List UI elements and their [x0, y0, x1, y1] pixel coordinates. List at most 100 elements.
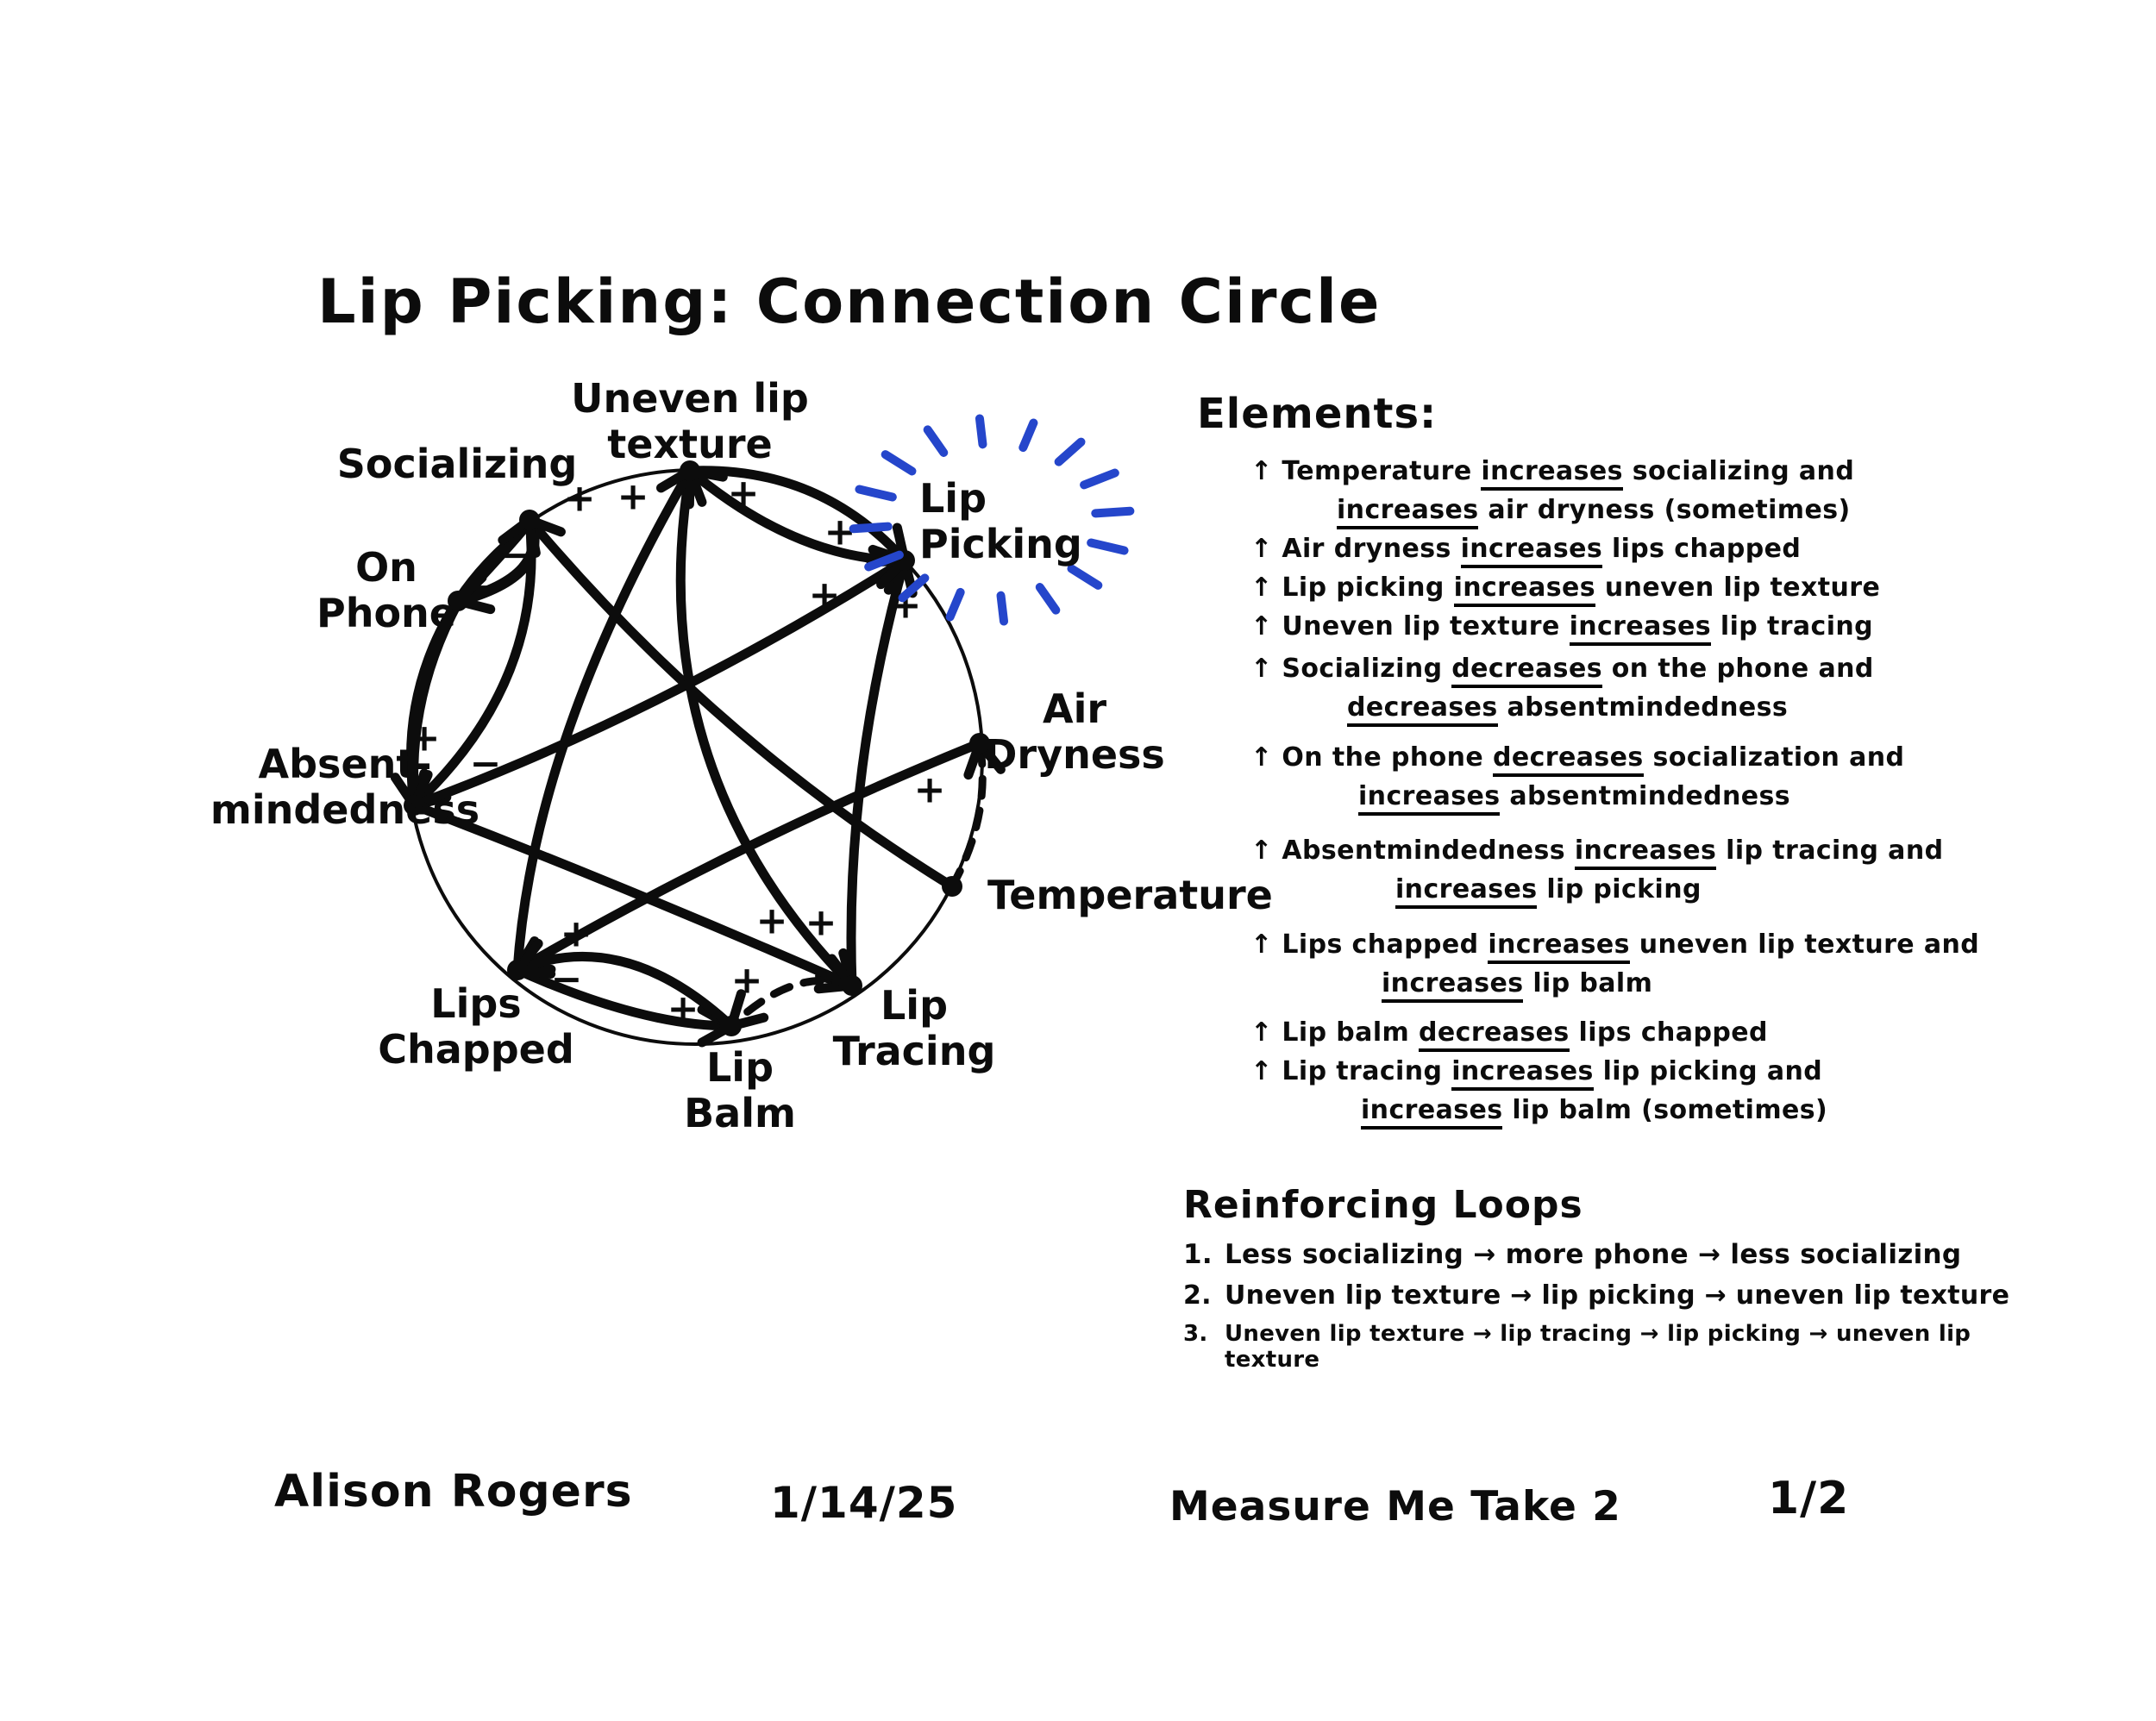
sunburst-dash [1080, 468, 1119, 490]
element-line: ↑ Temperature increases socializing and [1250, 452, 1990, 491]
loop-text: Uneven lip texture → lip tracing → lip p… [1225, 1321, 1971, 1373]
element-line: ↑ Uneven lip texture increases lip traci… [1250, 607, 1990, 646]
edge-sign: + [809, 573, 841, 617]
element-item: ↑ On the phone decreases socialization a… [1250, 738, 1990, 816]
loop-text: Uneven lip texture → lip picking → uneve… [1225, 1280, 2010, 1311]
edge-lip-tracing-to-lip-balm [726, 976, 856, 1031]
node-dot-uneven-lip-texture [680, 460, 700, 481]
loop-number: 1. [1183, 1239, 1213, 1270]
element-line: ↑ Lip tracing increases lip picking and [1250, 1052, 1990, 1091]
sunburst-dash [855, 485, 897, 502]
edge-sign: + [756, 899, 788, 943]
loops-list: 1. Less socializing → more phone → less s… [1183, 1239, 2046, 1373]
node-dot-socializing [519, 510, 540, 530]
page-title: Lip Picking: Connection Circle [317, 266, 1382, 337]
edge-lip-tracing-to-lip-picking [846, 555, 918, 991]
element-line: ↑ Socializing decreases on the phone and [1250, 649, 1990, 688]
sunburst-dash [898, 573, 930, 603]
node-label-socializing: Socializing [336, 441, 578, 487]
edge-absent-mindedness-to-lip-tracing [409, 800, 857, 994]
edge-sign: + [731, 959, 763, 1003]
element-line: ↑ Lip balm decreases lips chapped [1250, 1013, 1990, 1052]
element-item: ↑ Uneven lip texture increases lip traci… [1250, 607, 1990, 646]
sunburst-dash [975, 414, 987, 449]
edge-socializing-to-absent-mindedness [409, 515, 536, 810]
element-line: increases lip balm (sometimes) [1250, 1091, 1990, 1130]
sunburst-dash [881, 450, 917, 476]
loop-item: 3. Uneven lip texture → lip tracing → lip… [1183, 1321, 2046, 1373]
sunburst-dash [996, 591, 1009, 626]
date: 1/14/25 [770, 1478, 958, 1528]
edge-temperature-to-air-dryness [948, 738, 1006, 891]
node-label-temperature: Temperature [987, 872, 1273, 918]
element-line: ↑ Air dryness increases lips chapped [1250, 529, 1990, 568]
element-line: ↑ Absentmindedness increases lip tracing… [1250, 831, 1990, 870]
element-item: ↑ Lip picking increases uneven lip textu… [1250, 568, 1990, 607]
node-dot-absent-mindedness [404, 795, 424, 816]
loop-number: 3. [1183, 1321, 1208, 1347]
element-line: ↑ Lips chapped increases uneven lip text… [1250, 925, 1990, 964]
sunburst-dash [1091, 506, 1135, 518]
node-dot-air-dryness [969, 733, 990, 754]
edge-sign: + [617, 475, 649, 519]
node-dot-lip-balm [721, 1016, 742, 1036]
loop-number: 2. [1183, 1280, 1212, 1311]
node-dot-lip-tracing [842, 975, 862, 996]
edge-uneven-lip-texture-to-lip-tracing [675, 466, 857, 991]
sunburst-dash [1018, 418, 1038, 453]
edge-absent-mindedness-to-lip-picking [409, 555, 910, 810]
page-number: 1/2 [1768, 1473, 1850, 1524]
sunburst-dash [923, 425, 949, 457]
sunburst-dash [945, 587, 965, 622]
element-line: decreases absentmindedness [1250, 688, 1990, 727]
loop-item: 2. Uneven lip texture → lip picking → une… [1183, 1280, 2046, 1311]
element-item: ↑ Lip balm decreases lips chapped [1250, 1013, 1990, 1052]
sunburst-dash [1054, 437, 1086, 466]
reinforcing-loops-section: Reinforcing Loops 1. Less socializing → m… [1183, 1183, 2046, 1373]
edge-sign: + [805, 901, 837, 945]
loops-heading: Reinforcing Loops [1183, 1183, 1583, 1227]
element-line: ↑ Lip picking increases uneven lip textu… [1250, 568, 1990, 607]
edge-uneven-lip-texture-to-lip-picking [685, 466, 910, 566]
edge-lips-chapped-to-lip-balm [512, 965, 736, 1048]
node-dot-lips-chapped [507, 960, 528, 980]
node-dot-temperature [942, 876, 962, 897]
edge-temperature-to-socializing [524, 515, 957, 892]
element-line: increases absentmindedness [1250, 777, 1990, 816]
sunburst-dash [864, 550, 904, 572]
loop-item: 1. Less socializing → more phone → less s… [1183, 1239, 2046, 1270]
edge-sign: − [498, 534, 530, 578]
element-line: increases air dryness (sometimes) [1250, 491, 1990, 529]
sunburst-dash [1087, 538, 1129, 555]
edge-lips-chapped-to-uneven-lip-texture [512, 466, 695, 975]
edge-sign: + [914, 768, 946, 812]
sunburst-dash [1035, 583, 1061, 615]
sunburst-dash [1067, 564, 1103, 590]
loop-text: Less socializing → more phone → less soc… [1225, 1239, 1962, 1270]
edge-sign: − [551, 958, 583, 1002]
edge-lip-balm-to-lips-chapped [512, 938, 736, 1031]
assignment-title: Measure Me Take 2 [1169, 1483, 1621, 1530]
edge-sign: + [409, 717, 441, 760]
node-label-absent-mindedness: Absent-mindedness [210, 741, 480, 833]
element-item: ↑ Socializing decreases on the phone and… [1250, 649, 1990, 727]
sunburst-dash [849, 522, 893, 534]
element-item: ↑ Lips chapped increases uneven lip text… [1250, 925, 1990, 1003]
node-dot-on-phone [448, 591, 468, 611]
edge-sign: + [564, 477, 596, 521]
element-line: increases lip picking [1250, 870, 1990, 909]
element-item: ↑ Air dryness increases lips chapped [1250, 529, 1990, 568]
element-line: increases lip balm [1250, 964, 1990, 1003]
